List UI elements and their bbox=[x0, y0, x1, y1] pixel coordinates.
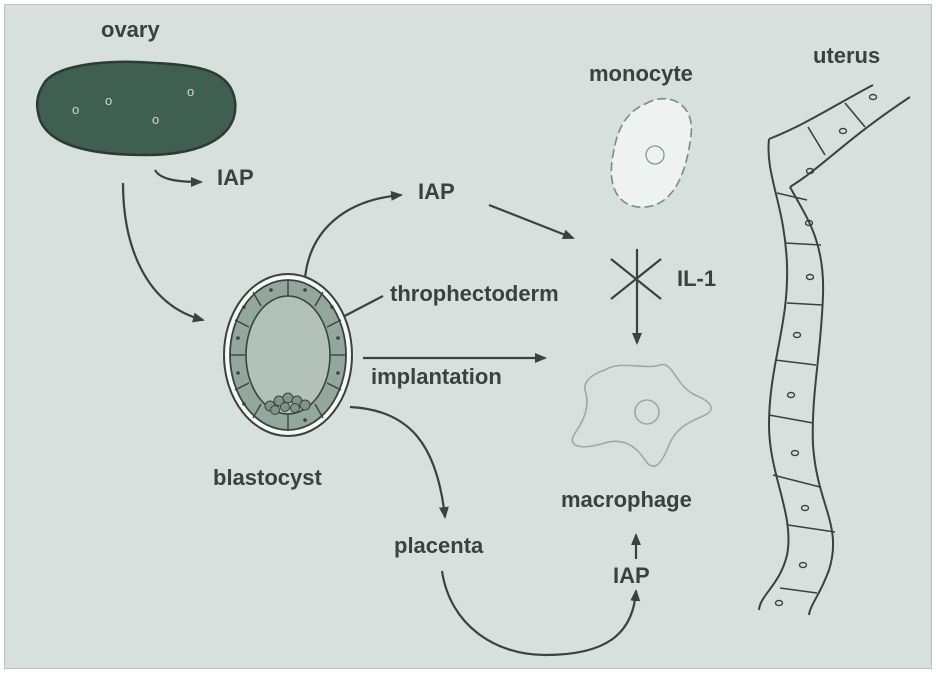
diagram-canvas: o o o o bbox=[4, 4, 932, 669]
diagram-graphics: o o o o bbox=[5, 5, 931, 668]
label-macrophage: macrophage bbox=[561, 489, 692, 511]
label-iap-ovary: IAP bbox=[217, 167, 254, 189]
label-iap-bottom: IAP bbox=[613, 565, 650, 587]
uterus-tissue bbox=[759, 85, 910, 615]
ovary-follicle: o bbox=[152, 112, 159, 127]
monocyte-cell bbox=[611, 99, 691, 207]
macrophage-cell bbox=[572, 365, 711, 467]
label-placenta: placenta bbox=[394, 535, 483, 557]
label-ovary: ovary bbox=[101, 19, 160, 41]
label-iap-top: IAP bbox=[418, 181, 455, 203]
ovary-follicle: o bbox=[72, 102, 79, 117]
label-monocyte: monocyte bbox=[589, 63, 693, 85]
arrow-placenta-to-iap bbox=[442, 571, 636, 655]
arrow-ovary-to-blastocyst bbox=[123, 183, 203, 320]
arrows bbox=[123, 170, 637, 655]
blastocyst-cell bbox=[224, 274, 352, 436]
label-blastocyst: blastocyst bbox=[213, 467, 322, 489]
ovary-follicle: o bbox=[105, 93, 112, 108]
arrow-blastocyst-to-placenta bbox=[350, 407, 445, 517]
label-implantation: implantation bbox=[371, 366, 502, 388]
label-throphectoderm: throphectoderm bbox=[390, 283, 559, 305]
ovary-follicle: o bbox=[187, 84, 194, 99]
ovary-shape: o o o o bbox=[37, 62, 235, 155]
label-il1: IL-1 bbox=[677, 268, 716, 290]
arrow-ovary-to-iap bbox=[155, 170, 201, 182]
label-uterus: uterus bbox=[813, 45, 880, 67]
arrow-blastocyst-to-iap bbox=[305, 195, 401, 278]
il1-block-mark bbox=[611, 249, 661, 303]
arrow-iap-to-il1 bbox=[489, 205, 573, 238]
